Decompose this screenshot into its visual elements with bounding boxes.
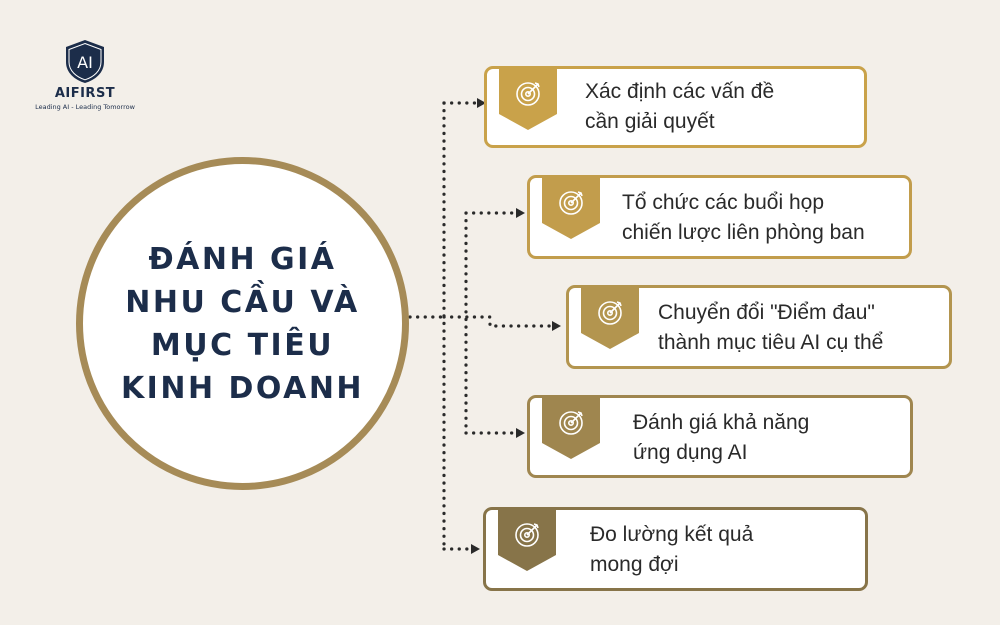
brand-tagline: Leading AI - Leading Tomorrow xyxy=(35,103,135,111)
step-text: Tổ chức các buổi họp chiến lược liên phò… xyxy=(622,188,865,248)
target-icon xyxy=(542,395,600,459)
step-line: mong đợi xyxy=(590,553,679,576)
svg-text:AI: AI xyxy=(77,53,93,72)
step-line: chiến lược liên phòng ban xyxy=(622,221,865,244)
brand-name: AIFIRST xyxy=(54,86,116,101)
step-line: ứng dụng AI xyxy=(633,441,748,464)
step-line: Xác định các vấn đề xyxy=(585,80,775,103)
brand-logo: AI AIFIRST Leading AI - Leading Tomorrow xyxy=(30,38,140,111)
step-card-1: Xác định các vấn đề cần giải quyết xyxy=(484,66,867,148)
step-text: Xác định các vấn đề cần giải quyết xyxy=(585,77,774,137)
arrow-head-1 xyxy=(477,98,486,108)
hub-title-line: MỤC TIÊU xyxy=(150,327,335,363)
hub-title-line: NHU CẦU VÀ xyxy=(125,284,360,320)
hub-title-line: KINH DOANH xyxy=(120,370,365,406)
connector-branch-3 xyxy=(442,315,553,328)
step-line: Đo lường kết quả xyxy=(590,523,754,546)
hub-title-line: ĐÁNH GIÁ xyxy=(148,241,337,277)
target-icon xyxy=(581,285,639,349)
target-icon xyxy=(498,507,556,571)
shield-logo-icon: AI xyxy=(66,40,104,83)
arrow-head-4 xyxy=(516,428,525,438)
step-text: Đo lường kết quả mong đợi xyxy=(590,520,753,580)
step-line: Tổ chức các buổi họp xyxy=(622,191,825,214)
step-line: Chuyển đổi "Điểm đau" xyxy=(658,301,875,324)
arrow-head-3 xyxy=(552,321,561,331)
step-card-4: Đánh giá khả năng ứng dụng AI xyxy=(527,395,913,478)
step-card-5: Đo lường kết quả mong đợi xyxy=(483,507,868,591)
hub-title: ĐÁNH GIÁ NHU CẦU VÀ MỤC TIÊU KINH DOANH xyxy=(118,238,368,410)
step-text: Chuyển đổi "Điểm đau" thành mục tiêu AI … xyxy=(658,298,883,358)
target-icon xyxy=(499,66,557,130)
step-line: cần giải quyết xyxy=(585,110,715,133)
target-icon xyxy=(542,175,600,239)
step-card-3: Chuyển đổi "Điểm đau" thành mục tiêu AI … xyxy=(566,285,952,369)
arrow-head-2 xyxy=(516,208,525,218)
connector-trunk xyxy=(408,101,446,551)
connector-branch-2 xyxy=(464,211,519,435)
step-line: Đánh giá khả năng xyxy=(633,411,810,434)
step-line: thành mục tiêu AI cụ thể xyxy=(658,331,884,354)
step-text: Đánh giá khả năng ứng dụng AI xyxy=(633,408,809,468)
step-card-2: Tổ chức các buổi họp chiến lược liên phò… xyxy=(527,175,912,259)
arrow-head-5 xyxy=(471,544,480,554)
hub-circle: ĐÁNH GIÁ NHU CẦU VÀ MỤC TIÊU KINH DOANH xyxy=(76,157,409,490)
